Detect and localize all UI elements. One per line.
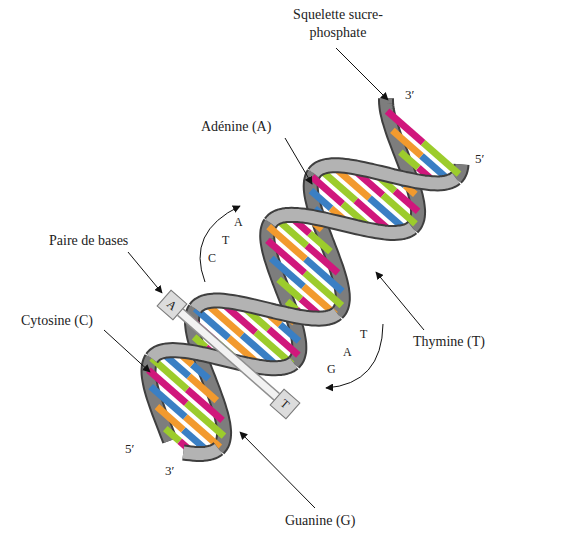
base-half xyxy=(387,111,423,143)
leader-line xyxy=(128,252,162,293)
backbone-ribbon xyxy=(195,301,337,319)
backbone-ribbon xyxy=(183,449,218,454)
strand-back xyxy=(149,98,462,449)
base-half xyxy=(423,143,459,175)
leader-line xyxy=(336,48,388,100)
base-half xyxy=(165,429,179,442)
base-letter: C xyxy=(207,249,217,267)
part-label: Adénine (A) xyxy=(200,118,272,136)
base-pairs xyxy=(149,111,459,454)
backbone-ribbon xyxy=(183,449,218,454)
strand-end: 5′ xyxy=(124,440,135,458)
backbone-ribbon xyxy=(314,165,456,183)
leader-line xyxy=(376,272,424,330)
part-label: Squelette sucre-phosphate xyxy=(282,6,394,42)
strand-end: 3′ xyxy=(404,86,415,104)
strand-front xyxy=(152,165,456,454)
leader-line xyxy=(285,138,312,184)
backbone-ribbon xyxy=(195,301,337,319)
base-half xyxy=(271,258,303,286)
pair-highlight xyxy=(172,305,285,404)
part-label: Guanine (G) xyxy=(284,512,356,530)
base-letter: A xyxy=(164,297,180,313)
base-letter: G xyxy=(326,360,337,378)
backbone-ribbon xyxy=(314,165,456,183)
base-letter: T xyxy=(221,231,230,249)
base-half xyxy=(307,246,338,273)
base-half xyxy=(189,376,217,401)
part-label: Thymine (T) xyxy=(412,333,486,351)
part-label: Cytosine (C) xyxy=(20,312,94,330)
base-letter: A xyxy=(342,343,353,361)
pair-highlight xyxy=(172,305,285,404)
base-box: A xyxy=(156,289,187,320)
base-half xyxy=(192,365,208,379)
strand-end: 5′ xyxy=(474,150,485,168)
leader-line xyxy=(104,330,150,372)
curved-arrow xyxy=(326,324,383,388)
strand-end: 3′ xyxy=(164,462,175,480)
base-half xyxy=(310,233,331,251)
base-half xyxy=(280,325,299,341)
base-letter: T xyxy=(359,325,368,343)
part-label: Paire de bases xyxy=(48,232,129,250)
base-letter: T xyxy=(277,396,292,411)
leader-line xyxy=(240,432,315,508)
backbone-ribbon xyxy=(271,215,413,233)
base-letter: A xyxy=(233,213,244,231)
backbone-ribbon xyxy=(271,215,413,233)
base-box: T xyxy=(269,388,300,419)
